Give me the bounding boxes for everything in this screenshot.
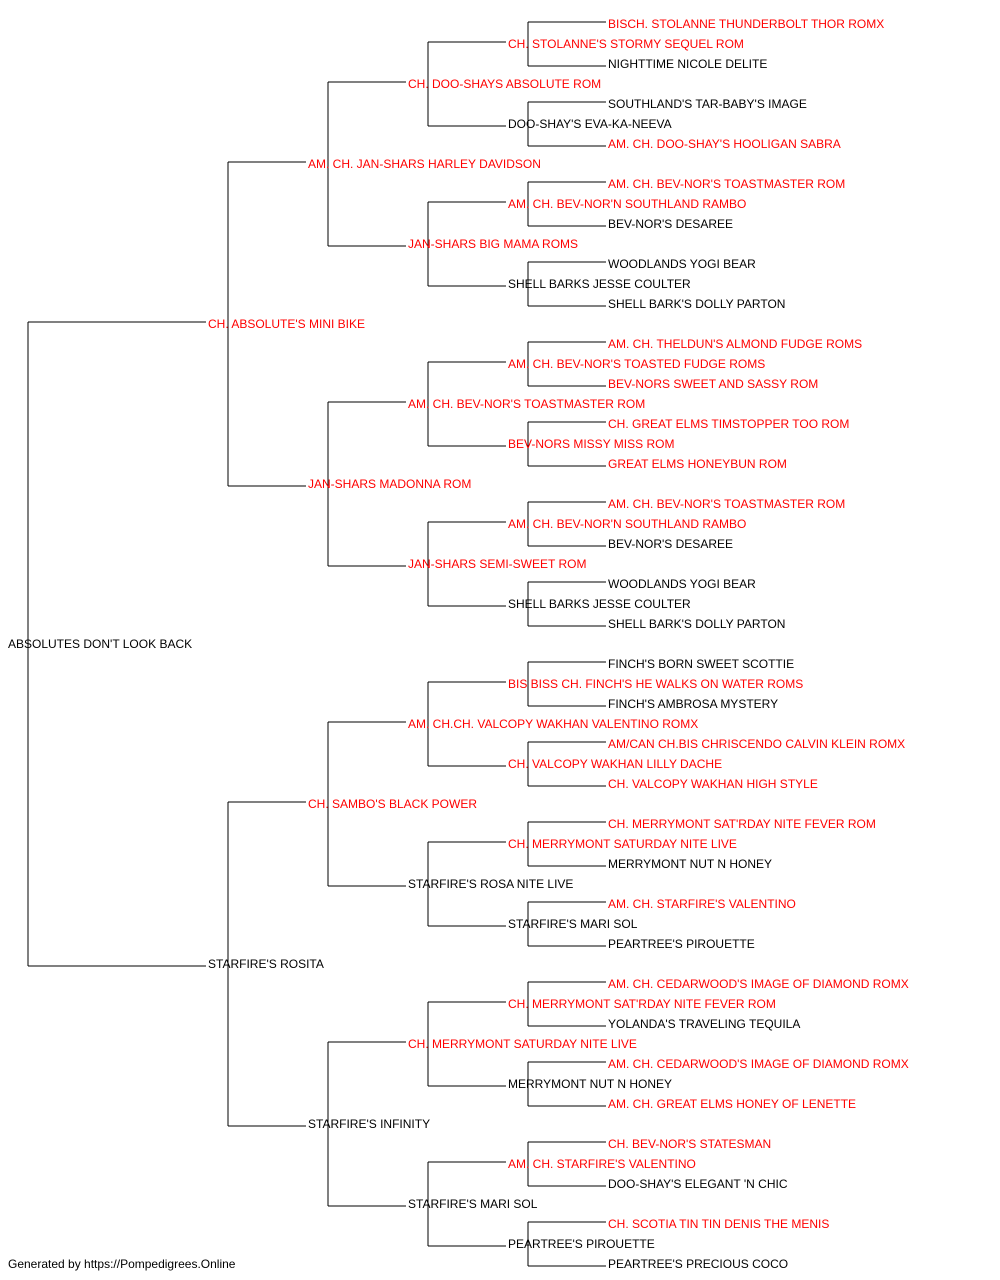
gen5-ancestor-name: AM/CAN CH.BIS CHRISCENDO CALVIN KLEIN RO… xyxy=(608,737,906,751)
gen5-ancestor-name: AM. CH. CEDARWOOD'S IMAGE OF DIAMOND ROM… xyxy=(608,1057,909,1071)
gen4-ancestor-name: BEV-NORS MISSY MISS ROM xyxy=(508,437,675,451)
gen5-ancestor-name: PEARTREE'S PRECIOUS COCO xyxy=(608,1257,789,1271)
gen4-ancestor-name: CH. STOLANNE'S STORMY SEQUEL ROM xyxy=(508,37,744,51)
great-grandparent-name: AM. CH. BEV-NOR'S TOASTMASTER ROM xyxy=(408,397,646,411)
gen5-ancestor-name: AM. CH. BEV-NOR'S TOASTMASTER ROM xyxy=(608,497,846,511)
subject-name: ABSOLUTES DON'T LOOK BACK xyxy=(8,637,193,651)
gen4-ancestor-name: DOO-SHAY'S EVA-KA-NEEVA xyxy=(508,117,672,131)
gen5-ancestor-name: SOUTHLAND'S TAR-BABY'S IMAGE xyxy=(608,97,807,111)
gen4-ancestor-name: BIS BISS CH. FINCH'S HE WALKS ON WATER R… xyxy=(508,677,804,691)
gen5-ancestor-name: BEV-NOR'S DESAREE xyxy=(608,537,733,551)
gen5-ancestor-name: AM. CH. THELDUN'S ALMOND FUDGE ROMS xyxy=(608,337,863,351)
gen5-ancestor-name: YOLANDA'S TRAVELING TEQUILA xyxy=(608,1017,801,1031)
gen5-ancestor-name: BISCH. STOLANNE THUNDERBOLT THOR ROMX xyxy=(608,17,885,31)
gen4-ancestor-name: AM. CH. BEV-NOR'N SOUTHLAND RAMBO xyxy=(508,197,747,211)
grandparent-name: JAN-SHARS MADONNA ROM xyxy=(308,477,472,491)
gen4-ancestor-name: CH. MERRYMONT SAT'RDAY NITE FEVER ROM xyxy=(508,997,776,1011)
gen5-ancestor-name: CH. MERRYMONT SAT'RDAY NITE FEVER ROM xyxy=(608,817,876,831)
gen5-ancestor-name: FINCH'S BORN SWEET SCOTTIE xyxy=(608,657,795,671)
gen5-ancestor-name: AM. CH. DOO-SHAY'S HOOLIGAN SABRA xyxy=(608,137,841,151)
gen5-ancestor-name: FINCH'S AMBROSA MYSTERY xyxy=(608,697,779,711)
gen4-ancestor-name: SHELL BARKS JESSE COULTER xyxy=(508,277,691,291)
grandparent-name: STARFIRE'S INFINITY xyxy=(308,1117,431,1131)
gen5-ancestor-name: CH. SCOTIA TIN TIN DENIS THE MENIS xyxy=(608,1217,830,1231)
gen5-ancestor-name: CH. GREAT ELMS TIMSTOPPER TOO ROM xyxy=(608,417,850,431)
gen4-ancestor-name: CH. MERRYMONT SATURDAY NITE LIVE xyxy=(508,837,737,851)
gen5-ancestor-name: GREAT ELMS HONEYBUN ROM xyxy=(608,457,787,471)
gen5-ancestor-name: AM. CH. BEV-NOR'S TOASTMASTER ROM xyxy=(608,177,846,191)
grandparent-name: CH. SAMBO'S BLACK POWER xyxy=(308,797,477,811)
gen5-ancestor-name: SHELL BARK'S DOLLY PARTON xyxy=(608,617,786,631)
gen4-ancestor-name: SHELL BARKS JESSE COULTER xyxy=(508,597,691,611)
gen5-ancestor-name: SHELL BARK'S DOLLY PARTON xyxy=(608,297,786,311)
parent-name: CH. ABSOLUTE'S MINI BIKE xyxy=(208,317,365,331)
gen4-ancestor-name: AM. CH. BEV-NOR'N SOUTHLAND RAMBO xyxy=(508,517,747,531)
gen4-ancestor-name: STARFIRE'S MARI SOL xyxy=(508,917,638,931)
gen5-ancestor-name: MERRYMONT NUT N HONEY xyxy=(608,857,773,871)
great-grandparent-name: CH. DOO-SHAYS ABSOLUTE ROM xyxy=(408,77,602,91)
parent-name: STARFIRE'S ROSITA xyxy=(208,957,324,971)
great-grandparent-name: CH. MERRYMONT SATURDAY NITE LIVE xyxy=(408,1037,637,1051)
gen5-ancestor-name: NIGHTTIME NICOLE DELITE xyxy=(608,57,768,71)
great-grandparent-name: AM. CH.CH. VALCOPY WAKHAN VALENTINO ROMX xyxy=(408,717,699,731)
gen5-ancestor-name: BEV-NOR'S DESAREE xyxy=(608,217,733,231)
gen5-ancestor-name: AM. CH. CEDARWOOD'S IMAGE OF DIAMOND ROM… xyxy=(608,977,909,991)
gen5-ancestor-name: AM. CH. GREAT ELMS HONEY OF LENETTE xyxy=(608,1097,857,1111)
gen4-ancestor-name: AM. CH. STARFIRE'S VALENTINO xyxy=(508,1157,696,1171)
great-grandparent-name: STARFIRE'S MARI SOL xyxy=(408,1197,538,1211)
gen4-ancestor-name: MERRYMONT NUT N HONEY xyxy=(508,1077,673,1091)
gen4-ancestor-name: CH. VALCOPY WAKHAN LILLY DACHE xyxy=(508,757,723,771)
great-grandparent-name: JAN-SHARS SEMI-SWEET ROM xyxy=(408,557,587,571)
great-grandparent-name: JAN-SHARS BIG MAMA ROMS xyxy=(408,237,579,251)
great-grandparent-name: STARFIRE'S ROSA NITE LIVE xyxy=(408,877,574,891)
gen5-ancestor-name: CH. BEV-NOR'S STATESMAN xyxy=(608,1137,772,1151)
gen4-ancestor-name: AM. CH. BEV-NOR'S TOASTED FUDGE ROMS xyxy=(508,357,766,371)
gen5-ancestor-name: WOODLANDS YOGI BEAR xyxy=(608,577,756,591)
gen5-ancestor-name: AM. CH. STARFIRE'S VALENTINO xyxy=(608,897,796,911)
gen5-ancestor-name: BEV-NORS SWEET AND SASSY ROM xyxy=(608,377,819,391)
grandparent-name: AM. CH. JAN-SHARS HARLEY DAVIDSON xyxy=(308,157,541,171)
gen5-ancestor-name: DOO-SHAY'S ELEGANT 'N CHIC xyxy=(608,1177,788,1191)
gen5-ancestor-name: CH. VALCOPY WAKHAN HIGH STYLE xyxy=(608,777,818,791)
gen5-ancestor-name: PEARTREE'S PIROUETTE xyxy=(608,937,755,951)
generated-by-footer: Generated by https://Pompedigrees.Online xyxy=(8,1257,236,1271)
gen4-ancestor-name: PEARTREE'S PIROUETTE xyxy=(508,1237,655,1251)
gen5-ancestor-name: WOODLANDS YOGI BEAR xyxy=(608,257,756,271)
